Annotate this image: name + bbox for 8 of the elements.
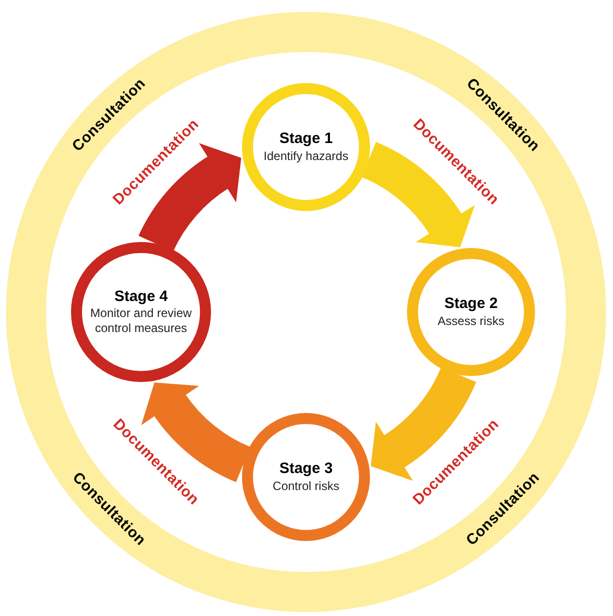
stage-heading: Stage 4: [114, 288, 168, 306]
stage-description: Control risks: [272, 478, 340, 494]
stage-heading: Stage 1: [279, 130, 333, 149]
stage-description: Identify hazards: [262, 148, 350, 164]
stage-description: Monitor and review control measures: [89, 306, 193, 336]
stage-heading: Stage 2: [444, 295, 498, 314]
stage-heading: Stage 3: [279, 460, 333, 479]
stage-description: Assess risks: [436, 314, 506, 329]
